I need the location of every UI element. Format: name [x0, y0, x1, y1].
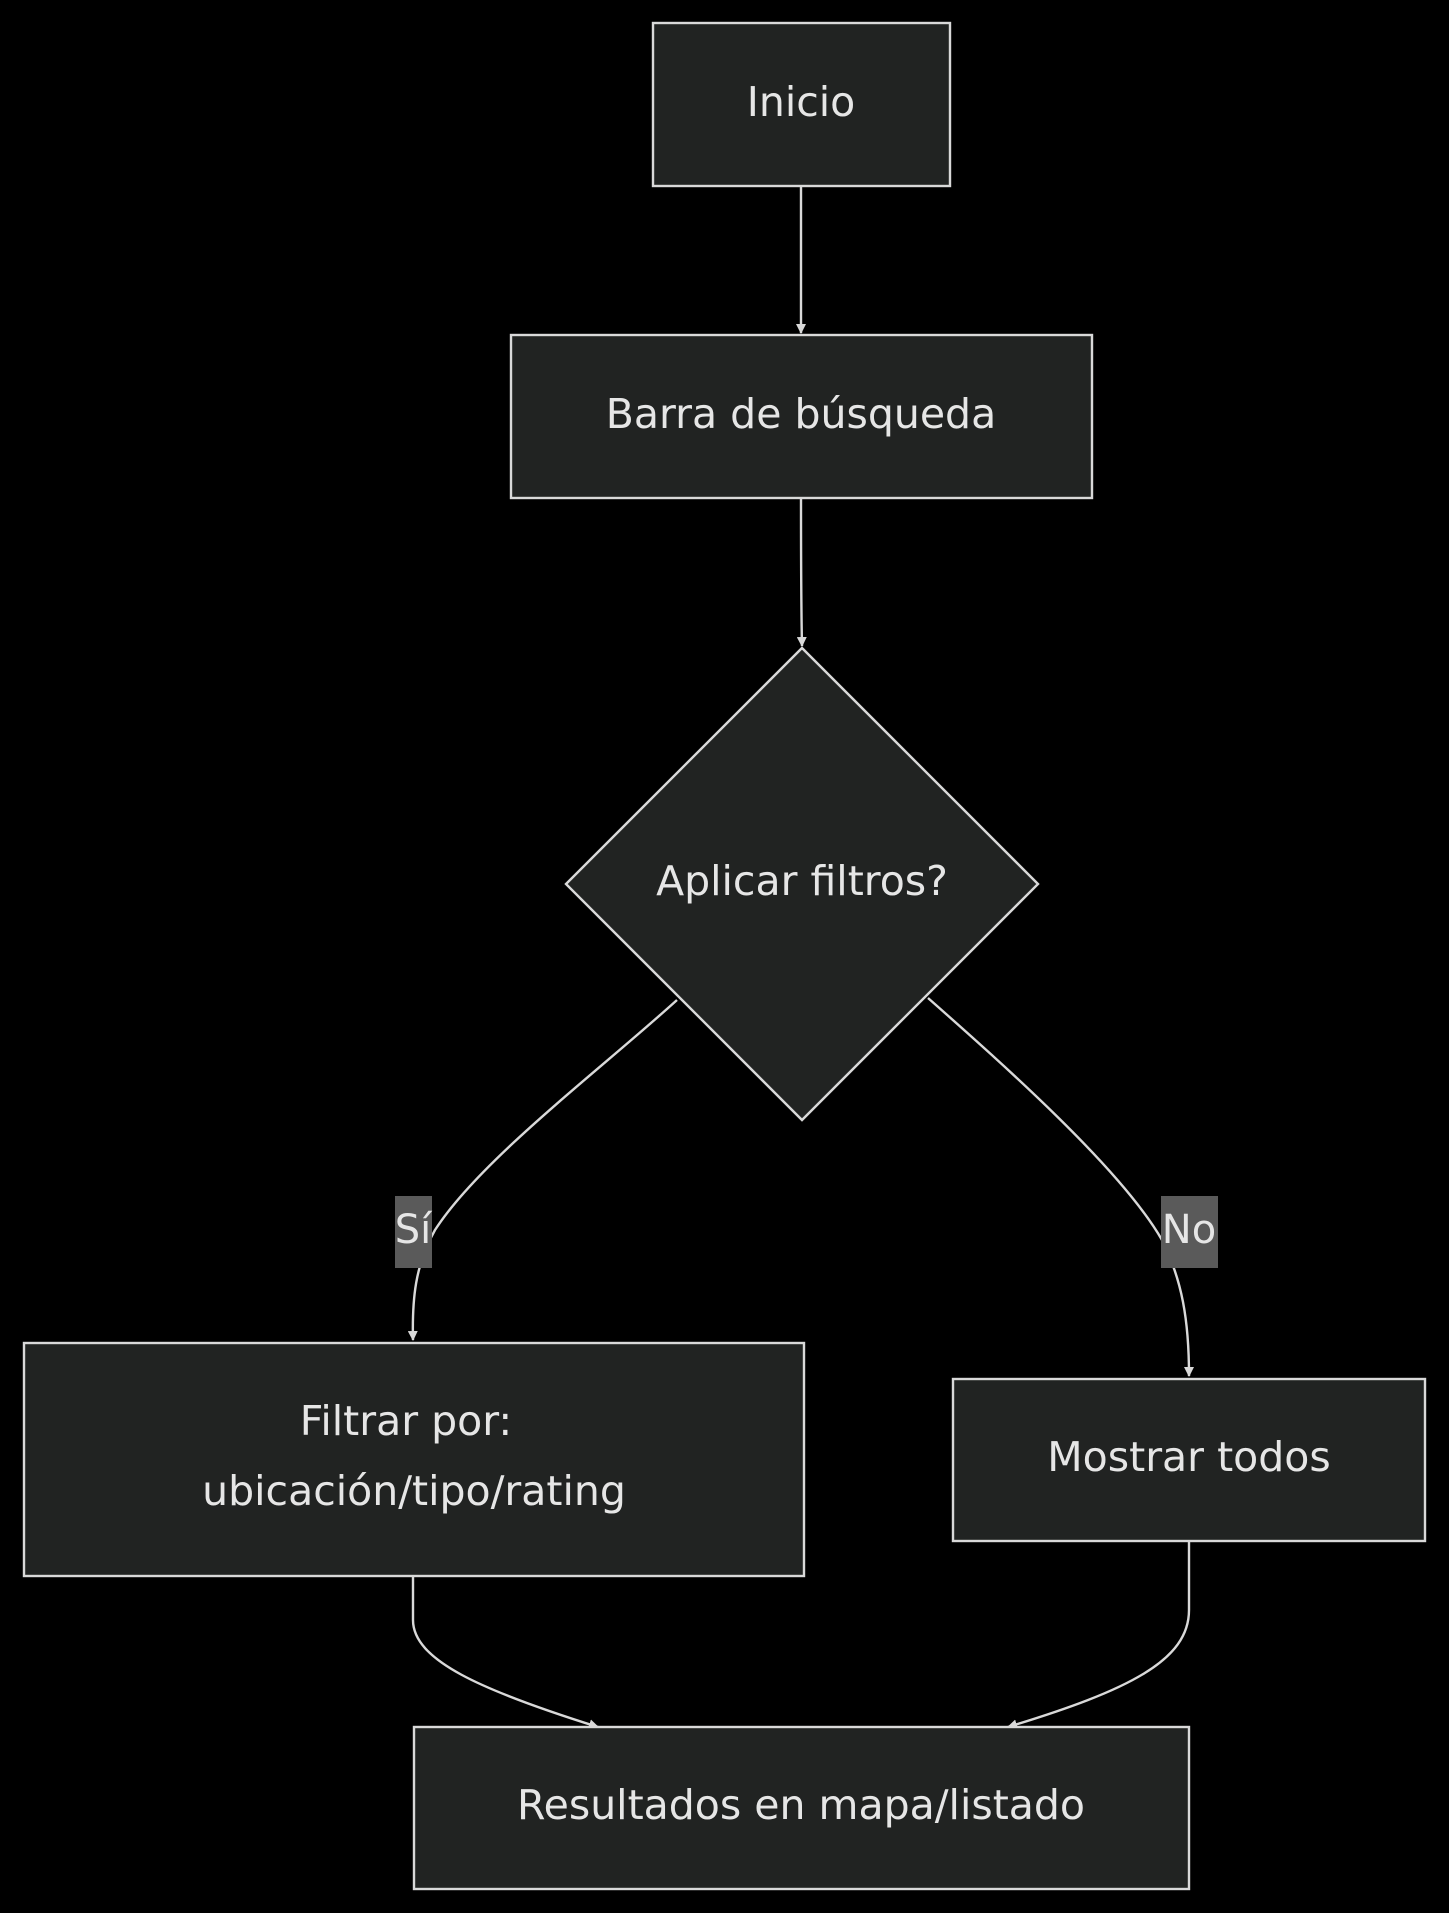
node-mostrar-label: Mostrar todos [1047, 1433, 1330, 1481]
node-barra-de-busqueda: Barra de búsqueda [509, 333, 1094, 500]
edge-decision-to-filtrar [407, 999, 678, 1341]
node-decision: Aplicar filtros? [564, 646, 1040, 1122]
edge-label-si: Sí [395, 1196, 433, 1268]
edge-label-si-text: Sí [395, 1207, 433, 1253]
node-inicio: Inicio [651, 21, 952, 188]
node-barra-label: Barra de búsqueda [606, 390, 996, 438]
node-inicio-label: Inicio [747, 78, 856, 126]
edge-filtrar-to-resultados [411, 1577, 599, 1730]
edge-label-no: No [1161, 1196, 1218, 1268]
node-resultados-label: Resultados en mapa/listado [517, 1781, 1085, 1829]
node-mostrar-todos: Mostrar todos [951, 1377, 1427, 1543]
edge-mostrar-to-resultados [1007, 1541, 1191, 1730]
edge-barra-to-decision [796, 497, 807, 647]
node-decision-label: Aplicar filtros? [656, 857, 948, 905]
node-filtrar-label-line1: Filtrar por: [300, 1397, 512, 1445]
node-filtrar: Filtrar por: ubicación/tipo/rating [22, 1341, 806, 1578]
node-resultados: Resultados en mapa/listado [412, 1725, 1191, 1891]
edge-decision-to-mostrar [927, 997, 1194, 1377]
edge-label-no-text: No [1162, 1207, 1216, 1253]
node-filtrar-label-line2: ubicación/tipo/rating [202, 1467, 626, 1515]
